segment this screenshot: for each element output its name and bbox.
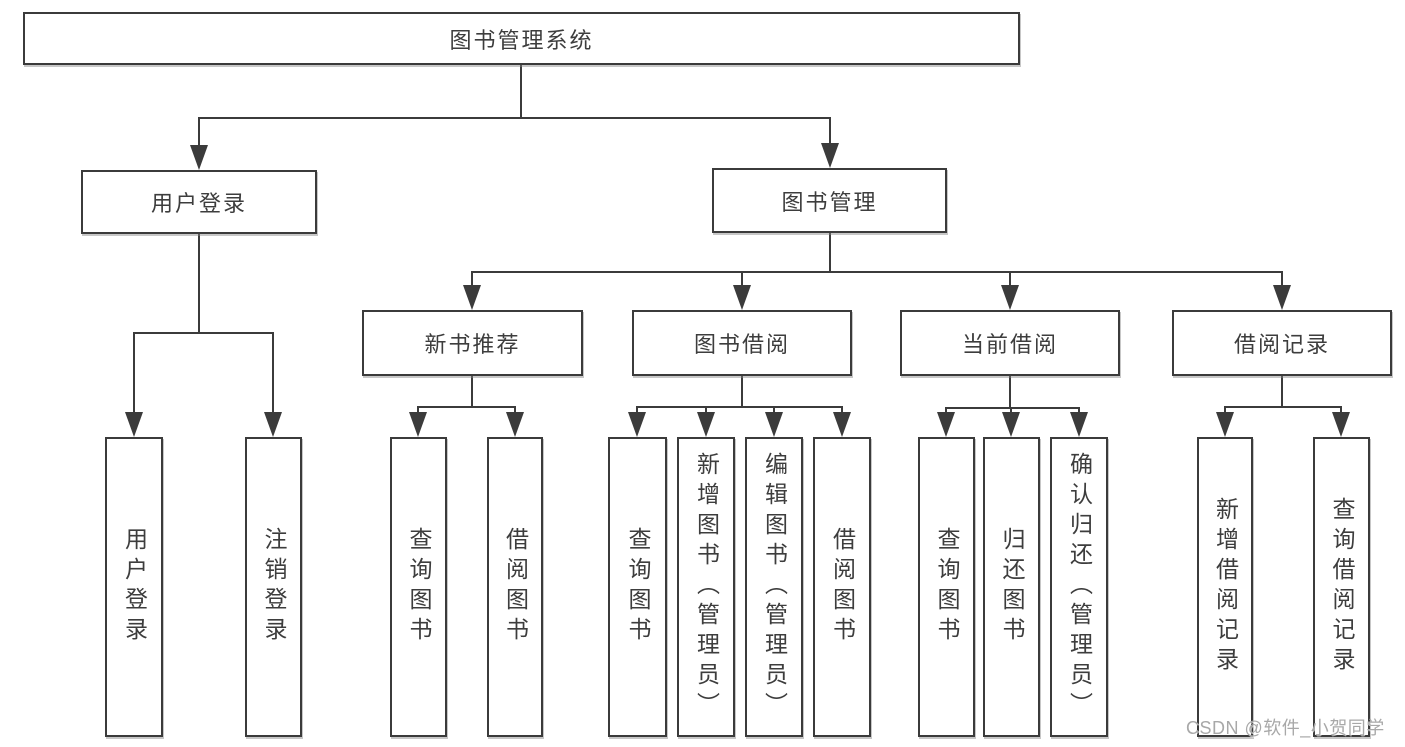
connector-line <box>741 376 743 408</box>
connector-line <box>1009 271 1011 289</box>
leaf-logout: 注销登录 <box>245 437 302 737</box>
node-label: 新书推荐 <box>424 332 521 357</box>
connector-line <box>272 332 274 417</box>
connector-line <box>829 117 831 147</box>
leaf-query-books: 查询图书 <box>918 437 975 737</box>
arrow-down-icon <box>506 412 524 437</box>
leaf-query-borrow-record: 查询借阅记录 <box>1313 437 1370 737</box>
node-label: 借阅记录 <box>1233 332 1330 357</box>
node-label: 图书管理系统 <box>449 27 594 53</box>
connector-line <box>741 271 743 289</box>
node-label: 查询借阅记录 <box>1329 497 1355 677</box>
leaf-query-books: 查询图书 <box>390 437 447 737</box>
connector-line <box>417 406 516 408</box>
connector-line <box>133 332 274 334</box>
node-label: 查询图书 <box>934 527 960 647</box>
arrow-down-icon <box>1070 412 1088 437</box>
leaf-borrow-books: 借阅图书 <box>813 437 871 737</box>
node-current-borrowing: 当前借阅 <box>900 310 1120 376</box>
arrow-down-icon <box>1002 412 1020 437</box>
leaf-confirm-return-admin: 确认归还（管理员） <box>1050 437 1108 737</box>
leaf-query-books: 查询图书 <box>608 437 667 737</box>
arrow-down-icon <box>125 412 143 437</box>
node-label: 查询图书 <box>625 527 651 647</box>
connector-line <box>133 332 135 417</box>
arrow-down-icon <box>409 412 427 437</box>
leaf-add-books-admin: 新增图书（管理员） <box>677 437 735 737</box>
arrow-down-icon <box>264 412 282 437</box>
node-user-login: 用户登录 <box>81 170 317 234</box>
arrow-down-icon <box>833 412 851 437</box>
node-label: 用户登录 <box>121 527 148 647</box>
node-label: 借阅图书 <box>502 527 529 647</box>
leaf-edit-books-admin: 编辑图书（管理员） <box>745 437 803 737</box>
arrow-down-icon <box>1332 412 1350 437</box>
connector-line <box>198 117 831 119</box>
leaf-return-books: 归还图书 <box>983 437 1040 737</box>
watermark: CSDN @软件_小贺同学 <box>1186 718 1385 738</box>
node-label: 归还图书 <box>999 527 1025 647</box>
connector-line <box>471 376 473 408</box>
arrow-down-icon <box>1273 285 1291 310</box>
arrow-down-icon <box>190 145 208 170</box>
connector-line <box>1009 376 1011 409</box>
connector-line <box>829 233 831 273</box>
node-borrowing-records: 借阅记录 <box>1172 310 1392 376</box>
connector-line <box>1224 406 1342 408</box>
connector-line <box>520 65 522 119</box>
node-label: 编辑图书（管理员） <box>761 452 788 722</box>
connector-line <box>636 406 843 408</box>
arrow-down-icon <box>821 143 839 168</box>
arrow-down-icon <box>765 412 783 437</box>
arrow-down-icon <box>937 412 955 437</box>
node-book-borrowing: 图书借阅 <box>632 310 852 376</box>
node-label: 用户登录 <box>150 191 247 216</box>
node-library-management-system: 图书管理系统 <box>23 12 1020 65</box>
arrow-down-icon <box>628 412 646 437</box>
connector-line <box>945 407 1080 409</box>
connector-line <box>198 117 200 149</box>
arrow-down-icon <box>463 285 481 310</box>
node-label: 借阅图书 <box>829 527 856 647</box>
connector-line <box>198 234 200 334</box>
connector-line <box>471 271 1283 273</box>
leaf-borrow-books: 借阅图书 <box>487 437 543 737</box>
connector-line <box>1281 376 1283 408</box>
arrow-down-icon <box>1001 285 1019 310</box>
connector-line <box>1281 271 1283 289</box>
leaf-add-borrow-record: 新增借阅记录 <box>1197 437 1253 737</box>
node-book-management: 图书管理 <box>712 168 947 233</box>
connector-line <box>471 271 473 289</box>
node-label: 图书管理 <box>781 189 878 215</box>
arrow-down-icon <box>1216 412 1234 437</box>
node-label: 图书借阅 <box>693 332 790 357</box>
arrow-down-icon <box>697 412 715 437</box>
node-label: 查询图书 <box>406 527 432 647</box>
node-label: 当前借阅 <box>961 332 1058 357</box>
node-label: 新增图书（管理员） <box>693 452 720 722</box>
node-label: 新增借阅记录 <box>1212 497 1239 677</box>
node-label: 确认归还（管理员） <box>1066 452 1093 722</box>
node-label: 注销登录 <box>261 527 287 647</box>
arrow-down-icon <box>733 285 751 310</box>
leaf-user-login: 用户登录 <box>105 437 163 737</box>
node-new-book-recommendation: 新书推荐 <box>362 310 583 376</box>
